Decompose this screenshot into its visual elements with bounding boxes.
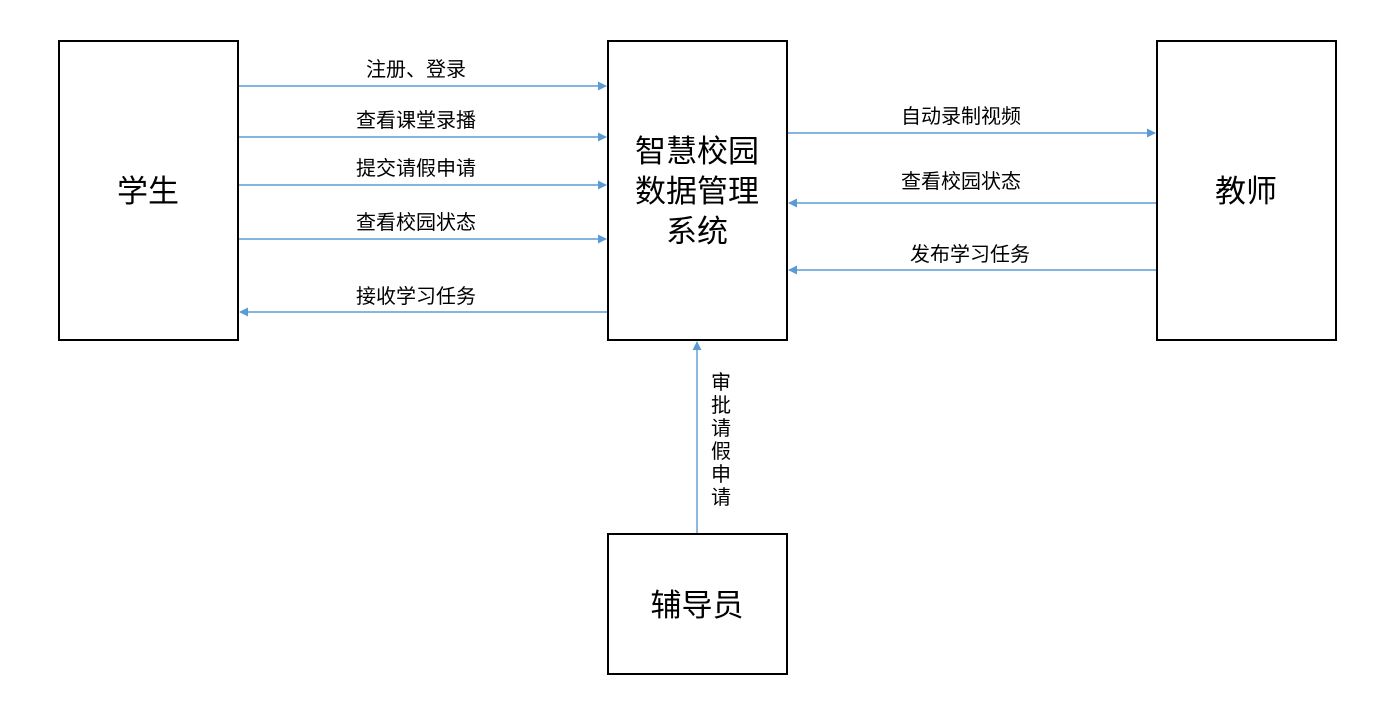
system-label-line-3: 系统	[666, 214, 728, 250]
system-entity: 智慧校园 数据管理 系统	[607, 40, 788, 341]
teacher-entity: 教师	[1156, 40, 1337, 341]
flow-label: 自动录制视频	[901, 104, 1021, 128]
counselor-label: 辅导员	[651, 588, 744, 624]
flow-submit-leave: 提交请假申请	[239, 156, 607, 190]
flow-label-char: 批	[711, 393, 731, 417]
student-box	[58, 40, 239, 341]
flow-label: 接收学习任务	[356, 284, 476, 308]
flow-approve-leave: 审 批 请 假 申 请	[692, 341, 731, 533]
flow-label: 查看校园状态	[356, 210, 476, 234]
flow-label: 查看校园状态	[901, 169, 1021, 193]
flow-student-view-status: 查看校园状态	[239, 210, 607, 244]
flow-label: 注册、登录	[366, 57, 466, 81]
student-entity: 学生	[58, 40, 239, 341]
flow-publish-tasks: 发布学习任务	[788, 242, 1156, 275]
flow-label-char: 申	[711, 462, 731, 486]
flow-teacher-view-status: 查看校园状态	[788, 169, 1156, 208]
system-label-line-2: 数据管理	[635, 174, 759, 210]
teacher-label: 教师	[1215, 174, 1277, 210]
counselor-entity: 辅导员	[607, 533, 788, 675]
counselor-box	[607, 533, 788, 675]
teacher-box	[1156, 40, 1337, 341]
flow-label-char: 审	[711, 370, 731, 394]
student-label: 学生	[117, 174, 179, 210]
flow-auto-record-video: 自动录制视频	[788, 104, 1156, 138]
flow-receive-tasks: 接收学习任务	[239, 284, 607, 317]
flow-label-char: 请	[711, 416, 731, 440]
flow-label-char: 请	[711, 485, 731, 509]
system-box	[607, 40, 788, 341]
flow-label: 查看课堂录播	[356, 108, 476, 132]
flow-label-char: 假	[711, 439, 731, 463]
system-label-line-1: 智慧校园	[635, 134, 759, 170]
flow-register-login: 注册、登录	[239, 57, 607, 91]
flow-label: 发布学习任务	[910, 242, 1030, 266]
flow-view-class-recording: 查看课堂录播	[239, 108, 607, 142]
flow-label: 提交请假申请	[356, 156, 476, 180]
